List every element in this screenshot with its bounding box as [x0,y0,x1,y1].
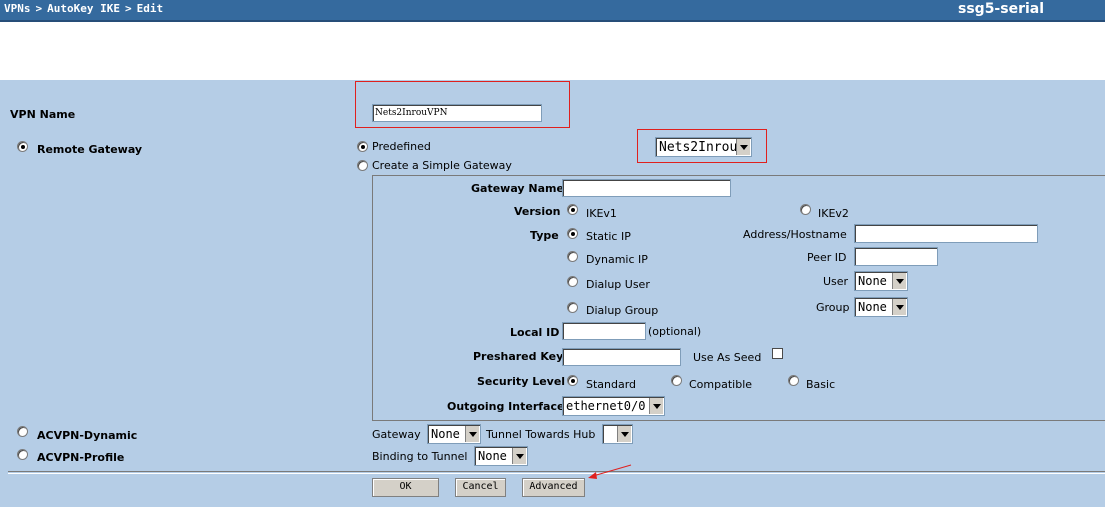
dynamic-ip-radio[interactable] [567,251,578,262]
remote-gateway-radio[interactable] [17,141,28,152]
acvpn-gateway-label: Gateway [372,428,421,441]
tunnel-towards-hub-label: Tunnel Towards Hub [486,428,596,441]
basic-radio[interactable] [788,375,799,386]
predefined-label: Predefined [372,140,431,153]
peer-id-label: Peer ID [807,251,847,264]
local-id-input[interactable] [562,322,646,340]
dialup-user-radio[interactable] [567,276,578,287]
binding-to-tunnel-select[interactable]: None [474,446,528,466]
divider [8,471,1105,472]
acvpn-dynamic-label: ACVPN-Dynamic [37,429,138,442]
ikev1-radio[interactable] [567,204,578,215]
peer-id-input[interactable] [854,247,938,266]
acvpn-profile-radio[interactable] [17,449,28,460]
highlight-box-vpn-name [355,81,570,128]
outgoing-interface-label: Outgoing Interface [447,400,565,413]
type-label: Type [530,229,559,242]
tunnel-towards-hub-select[interactable] [602,424,633,444]
simple-gateway-radio[interactable] [357,160,368,171]
acvpn-gateway-select[interactable]: None [427,424,481,444]
remote-gateway-label: Remote Gateway [37,143,143,156]
acvpn-profile-label: ACVPN-Profile [37,451,125,464]
acvpn-dynamic-radio[interactable] [17,426,28,437]
preshared-key-input[interactable] [562,348,681,366]
highlight-box-predefined [637,129,767,163]
breadcrumb-edit: Edit [136,2,164,15]
dialup-user-label: Dialup User [586,278,650,291]
vpn-name-input[interactable]: Nets2InrouVPN [372,104,542,122]
local-id-label: Local ID [510,326,560,339]
advanced-button[interactable]: Advanced [522,478,585,497]
ikev2-label: IKEv2 [818,207,849,220]
ikev2-radio[interactable] [800,204,811,215]
address-hostname-label: Address/Hostname [743,228,847,241]
breadcrumb-autokey-ike[interactable]: AutoKey IKE [47,2,120,15]
security-level-label: Security Level [477,375,566,388]
dynamic-ip-label: Dynamic IP [586,253,648,266]
user-select-value: None [858,274,887,288]
header-bar [0,0,1105,22]
version-label: Version [514,205,561,218]
use-as-seed-checkbox[interactable] [772,348,783,359]
dialup-group-label: Dialup Group [586,304,659,317]
predefined-gateway-value: Nets2Inrou [659,140,738,155]
chevron-down-icon [736,139,750,155]
group-select[interactable]: None [854,297,908,317]
simple-gateway-label: Create a Simple Gateway [372,159,512,172]
chevron-down-icon [892,273,906,289]
form-panel [0,80,1105,507]
simple-gateway-panel [372,175,1105,421]
user-select[interactable]: None [854,271,908,291]
ikev1-label: IKEv1 [586,207,617,220]
device-name: ssg5-serial [958,1,1045,17]
use-as-seed-label: Use As Seed [693,351,762,364]
gateway-name-label: Gateway Name [471,182,564,195]
group-select-value: None [858,300,887,314]
binding-to-tunnel-label: Binding to Tunnel [372,450,468,463]
static-ip-radio[interactable] [567,228,578,239]
outgoing-interface-value: ethernet0/0 [566,399,646,413]
breadcrumb-separator: > [35,2,43,15]
chevron-down-icon [649,398,663,414]
chevron-down-icon [465,426,479,442]
standard-radio[interactable] [567,375,578,386]
chevron-down-icon [892,299,906,315]
gateway-name-input[interactable] [562,179,731,197]
cancel-button[interactable]: Cancel [455,478,506,497]
user-label: User [823,275,849,288]
group-label: Group [816,301,850,314]
acvpn-gateway-value: None [431,427,460,441]
chevron-down-icon [617,426,631,442]
outgoing-interface-select[interactable]: ethernet0/0 [562,396,665,416]
address-hostname-input[interactable] [854,224,1038,243]
predefined-gateway-select[interactable]: Nets2Inrou [655,137,752,157]
breadcrumb: VPNs > AutoKey IKE > Edit [4,2,163,15]
standard-label: Standard [586,378,637,391]
breadcrumb-separator: > [124,2,132,15]
static-ip-label: Static IP [586,230,631,243]
divider [8,473,1105,474]
binding-to-tunnel-value: None [478,449,507,463]
predefined-radio[interactable] [357,141,368,152]
chevron-down-icon [512,448,526,464]
breadcrumb-vpns[interactable]: VPNs [4,2,31,15]
vpn-name-label: VPN Name [10,108,76,121]
preshared-key-label: Preshared Key [473,350,564,363]
dialup-group-radio[interactable] [567,302,578,313]
compatible-label: Compatible [689,378,753,391]
local-id-hint: (optional) [648,325,702,338]
compatible-radio[interactable] [671,375,682,386]
basic-label: Basic [806,378,836,391]
ok-button[interactable]: OK [372,478,439,497]
annotation-arrow-icon [588,464,632,479]
